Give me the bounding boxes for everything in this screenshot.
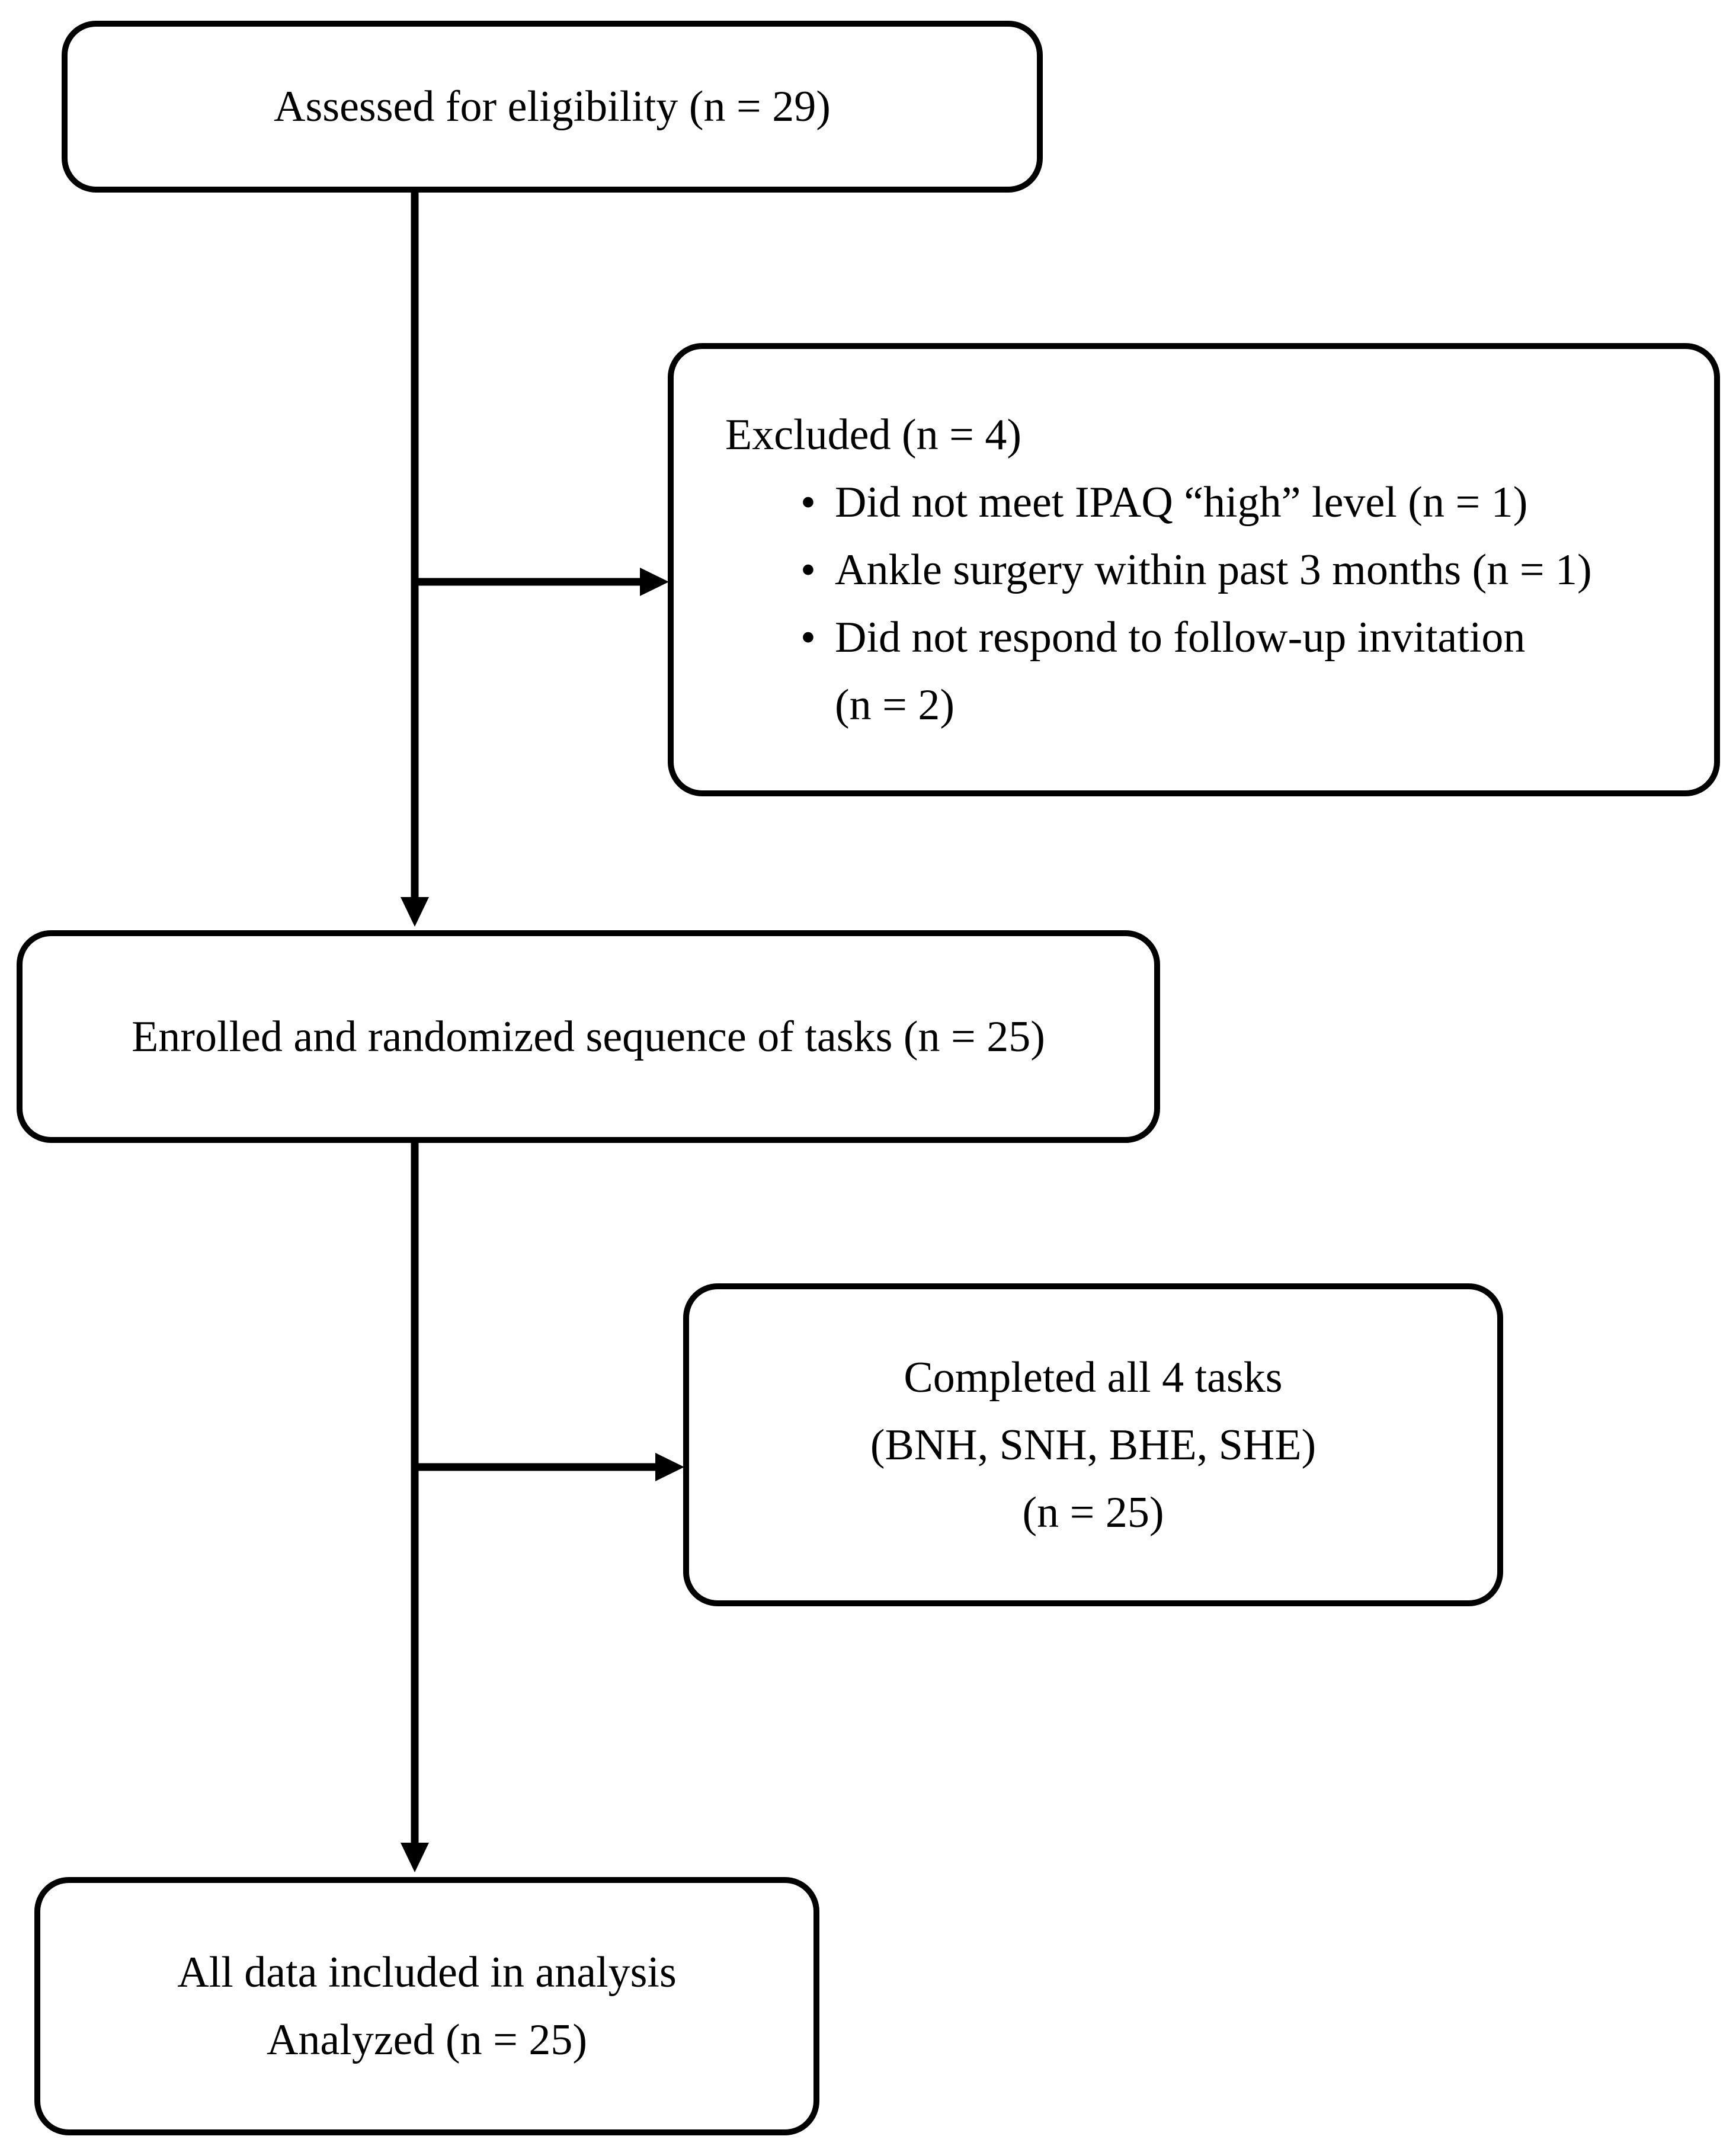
bullet-line: Did not meet IPAQ “high” level (n = 1) bbox=[835, 478, 1528, 527]
bullet-icon: • bbox=[800, 545, 816, 594]
node-excluded: Excluded (n = 4) • Did not meet IPAQ “hi… bbox=[668, 343, 1720, 796]
bullet-line: Ankle surgery within past 3 months (n = … bbox=[835, 545, 1592, 594]
arrowhead-right-completed-icon bbox=[655, 1453, 684, 1481]
bullet-text: Did not respond to follow-up invitation … bbox=[835, 604, 1525, 739]
bullet-icon: • bbox=[800, 478, 816, 527]
excluded-title: Excluded (n = 4) bbox=[725, 410, 1021, 459]
node-label: Assessed for eligibility (n = 29) bbox=[274, 82, 831, 131]
arrowhead-right-excluded-icon bbox=[640, 568, 669, 596]
node-assessed-for-eligibility: Assessed for eligibility (n = 29) bbox=[62, 21, 1043, 193]
arrowhead-down-enrolled-icon bbox=[401, 897, 429, 927]
node-enrolled-randomized: Enrolled and randomized sequence of task… bbox=[17, 930, 1160, 1143]
node-label-line: Analyzed (n = 25) bbox=[266, 2016, 588, 2064]
node-label-line: (BNH, SNH, BHE, SHE) bbox=[870, 1420, 1317, 1469]
excluded-bullet-item: • Did not respond to follow-up invitatio… bbox=[800, 604, 1525, 739]
arrowhead-down-analyzed-icon bbox=[401, 1843, 429, 1872]
bullet-text: Did not meet IPAQ “high” level (n = 1) bbox=[835, 469, 1527, 536]
excluded-bullet-item: • Did not meet IPAQ “high” level (n = 1) bbox=[800, 469, 1527, 536]
bullet-icon: • bbox=[800, 613, 816, 662]
bullet-line-continuation: (n = 2) bbox=[835, 680, 955, 729]
node-label-line: (n = 25) bbox=[1022, 1488, 1164, 1537]
excluded-bullet-item: • Ankle surgery within past 3 months (n … bbox=[800, 536, 1592, 604]
node-label: Enrolled and randomized sequence of task… bbox=[132, 1012, 1045, 1061]
bullet-text: Ankle surgery within past 3 months (n = … bbox=[835, 536, 1592, 604]
bullet-line: Did not respond to follow-up invitation bbox=[835, 613, 1526, 662]
node-analyzed: All data included in analysis Analyzed (… bbox=[34, 1877, 819, 2135]
node-completed-tasks: Completed all 4 tasks (BNH, SNH, BHE, SH… bbox=[683, 1283, 1503, 1606]
node-label-line: All data included in analysis bbox=[177, 1948, 677, 1997]
node-label-line: Completed all 4 tasks bbox=[904, 1353, 1283, 1402]
